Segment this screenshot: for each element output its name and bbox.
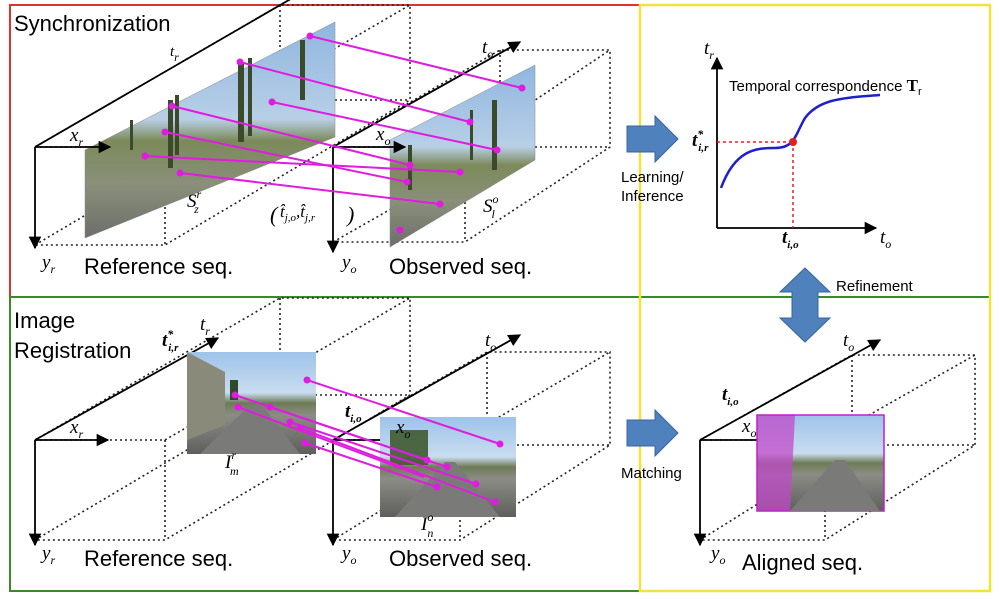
reg-ref-t-label: tr — [200, 314, 210, 338]
reg-ref-x-label: xr — [69, 417, 83, 441]
graph-t-ir-star-label: t*i,r — [692, 127, 709, 154]
aligned-t-axis — [699, 339, 882, 441]
aligned-seq-label: Aligned seq. — [742, 550, 863, 575]
svg-text:): ) — [345, 202, 354, 227]
svg-text:(: ( — [270, 202, 279, 227]
right-column-panel — [638, 3, 992, 593]
reg-obs-t-label: to — [485, 330, 496, 354]
correspondence-curve — [719, 93, 881, 189]
learning-label-line1: Learning/ — [621, 169, 684, 186]
reference-frame-image — [187, 352, 316, 454]
refinement-label: Refinement — [836, 278, 914, 295]
aligned-x-label: xo — [741, 416, 756, 440]
graph-t-r-axis-label: tr — [704, 38, 714, 62]
sampled-pair-label: ( t̂j,o,t̂j,r ) — [270, 202, 354, 227]
sync-obs-t-axis — [332, 41, 522, 148]
sync-ref-t-label: tr — [170, 44, 179, 64]
aligned-y-label: yo — [709, 543, 725, 567]
svg-text:t̂j,o,t̂j,r: t̂j,o,t̂j,r — [280, 202, 316, 224]
sync-reference-seq-label: Reference seq. — [84, 254, 233, 279]
sync-ref-y-label: yr — [40, 252, 55, 276]
reg-observed-seq-label: Observed seq. — [389, 546, 532, 571]
reg-t-io-label: ti,o — [345, 401, 362, 425]
reg-obs-y-label: yo — [340, 543, 356, 567]
sync-obs-x-label: xo — [375, 124, 390, 148]
sync-obs-y-label: yo — [340, 252, 356, 276]
sync-observed-seq-label: Observed seq. — [389, 254, 532, 279]
aligned-t-io-label: ti,o — [722, 384, 739, 408]
temporal-correspondence-graph — [710, 56, 881, 235]
reg-panel-title-line2: Registration — [14, 338, 131, 363]
learning-label-line2: Inference — [621, 188, 684, 205]
sync-ref-x-label: xr — [69, 125, 83, 149]
learning-arrow — [626, 114, 679, 164]
refinement-arrow — [778, 267, 832, 343]
sync-ref-t-axis — [34, 0, 291, 148]
correspondence-marker — [789, 138, 797, 146]
matching-label: Matching — [621, 465, 682, 482]
reg-obs-x-label: xo — [395, 417, 410, 441]
aligned-t-label: to — [843, 330, 854, 354]
matching-arrow — [626, 408, 679, 458]
reg-panel-title-line1: Image — [14, 308, 75, 333]
sync-correspondence-lines — [141, 32, 526, 234]
graph-title: Temporal correspondence Tr — [729, 76, 922, 98]
graph-t-io-label: ti,o — [782, 227, 799, 251]
reg-correspondence-lines — [231, 376, 504, 506]
reg-ref-y-label: yr — [40, 543, 55, 567]
sync-panel-title: Synchronization — [14, 11, 171, 36]
sync-obs-t-label: to — [482, 37, 493, 61]
reg-reference-seq-label: Reference seq. — [84, 546, 233, 571]
reg-obs-t-axis — [332, 334, 522, 441]
reg-t-ir-star-label: t*i,r — [162, 327, 179, 354]
aligned-frame-image — [756, 414, 885, 512]
graph-t-o-axis-label: to — [880, 227, 891, 251]
